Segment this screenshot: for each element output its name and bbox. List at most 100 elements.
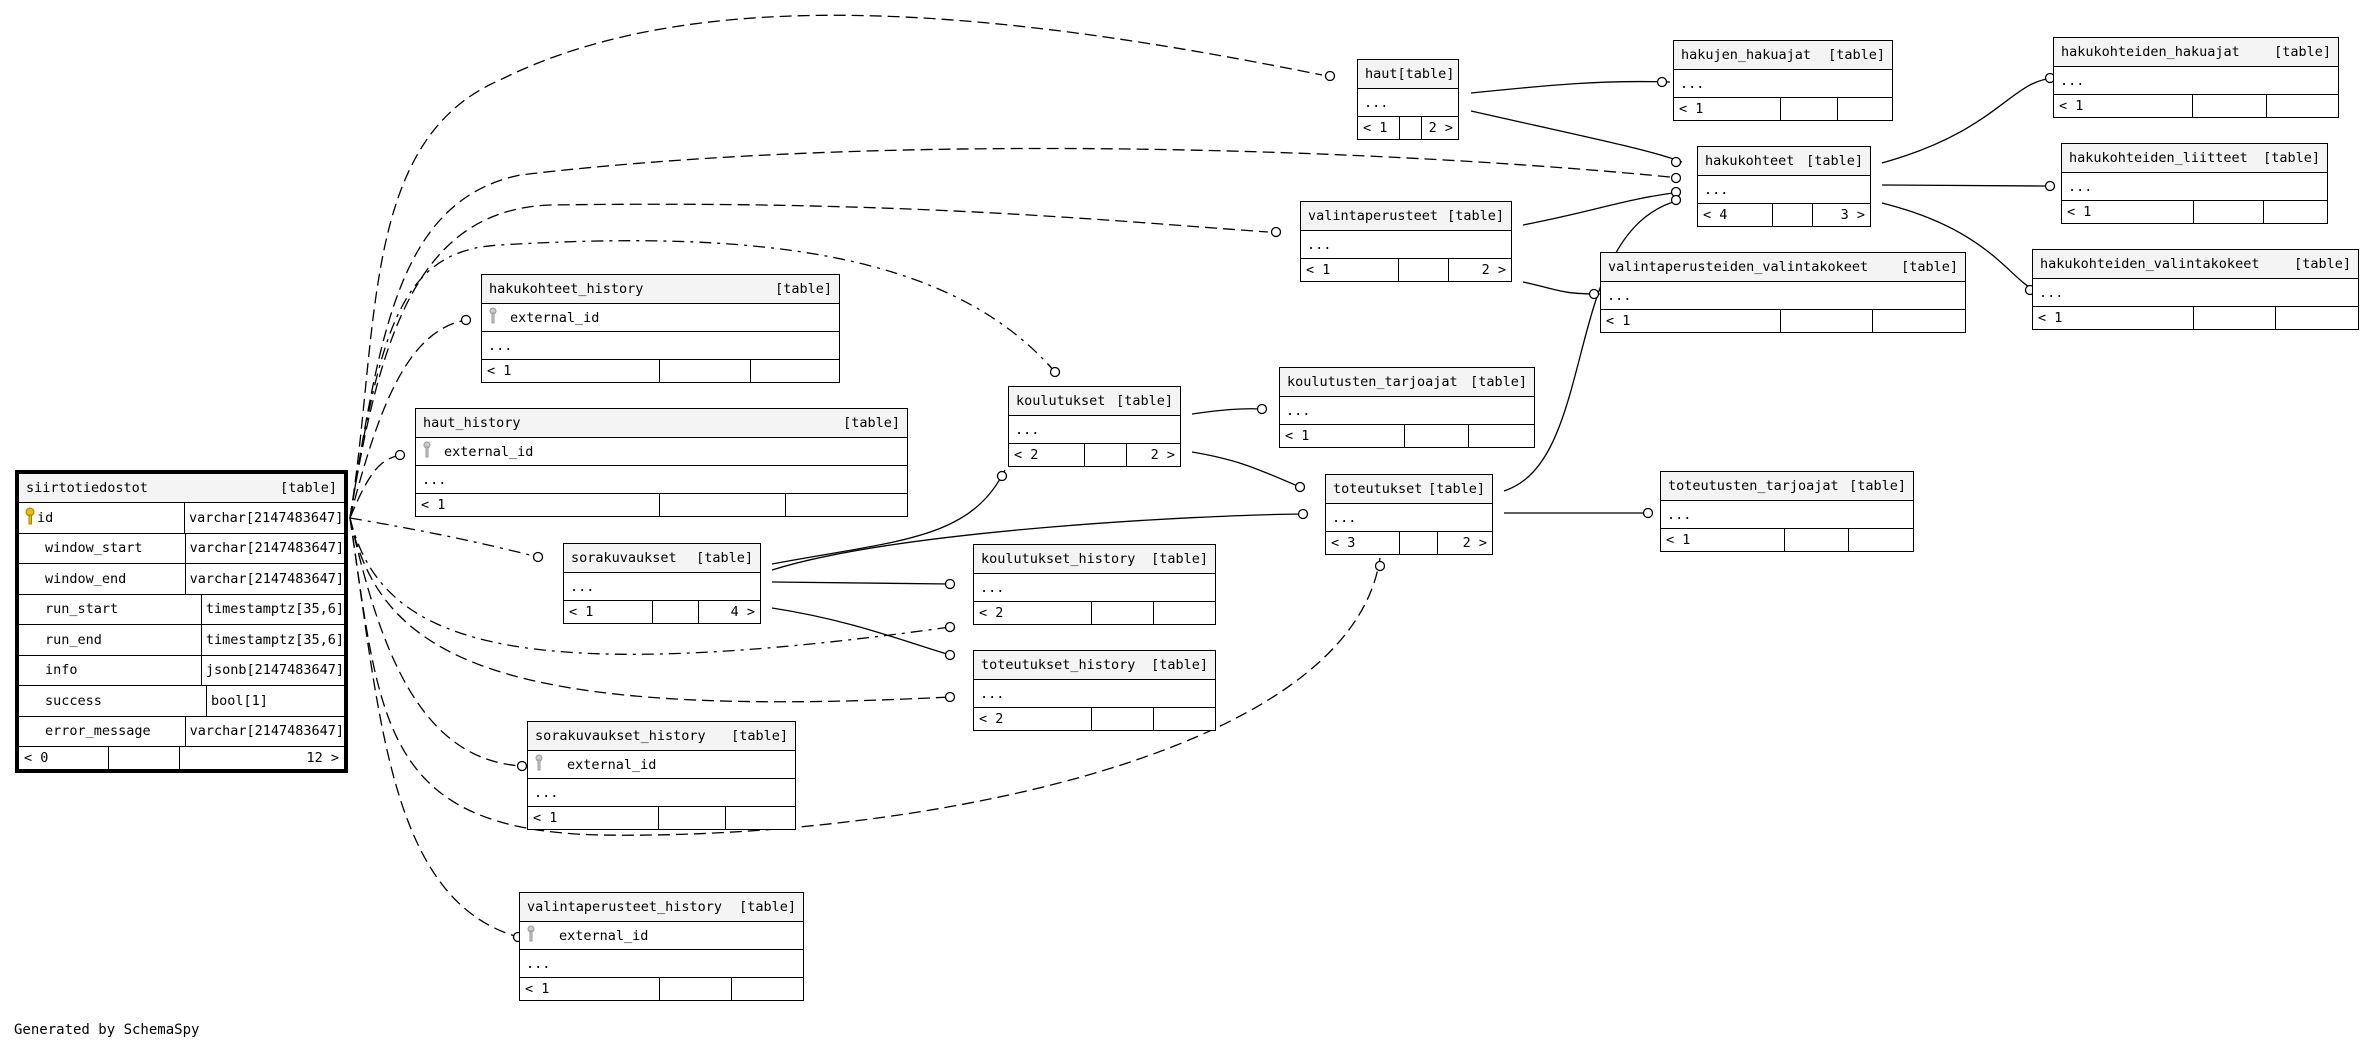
children-count[interactable]: 2 > [1462, 535, 1487, 551]
table-header: haut_history[table] [416, 409, 907, 438]
table-name: sorakuvaukset_history [535, 728, 706, 744]
table-tag: [table] [2263, 150, 2320, 166]
table-header: hakukohteet[table] [1698, 147, 1870, 176]
key-icon [488, 307, 510, 329]
parents-count[interactable]: < 1 [1358, 117, 1400, 139]
table-hakujen_hakuajat[interactable]: hakujen_hakuajat[table] ... < 1 [1673, 40, 1893, 121]
edge-valintaperusteet-valintaperusteiden_valintakokeet [1522, 281, 1601, 295]
parents-count[interactable]: < 1 [2062, 201, 2194, 223]
edge-koulutukset-koulutusten_tarjoajat [1191, 408, 1263, 415]
children-count[interactable]: 2 > [1150, 447, 1175, 463]
edge-sorakuvaukset-toteutukset_history [771, 607, 951, 656]
table-valintaperusteiden_valintakokeet[interactable]: valintaperusteiden_valintakokeet[table] … [1600, 252, 1966, 333]
table-tag: [table] [696, 550, 753, 566]
parents-count[interactable]: < 1 [2033, 307, 2194, 329]
table-hakukohteiden_hakuajat[interactable]: hakukohteiden_hakuajat[table] ... < 1 [2053, 37, 2339, 118]
column-type: timestamptz[35,6] [205, 631, 344, 648]
children-count[interactable]: 3 > [1840, 207, 1865, 223]
table-tag: [table] [280, 480, 337, 496]
table-header: sorakuvaukset [table] [564, 544, 760, 573]
parents-count[interactable]: < 0 [19, 747, 109, 769]
table-koulutukset_history[interactable]: koulutukset_history[table] ... < 2 [973, 544, 1216, 625]
column-type: bool[1] [211, 692, 268, 709]
table-tag: [table] [1116, 393, 1173, 409]
columns-ellipsis: ... [528, 779, 795, 807]
key-column-row: external_id [416, 438, 907, 466]
parents-count[interactable]: < 1 [520, 978, 660, 1000]
table-koulutusten_tarjoajat[interactable]: koulutusten_tarjoajat[table] ... < 1 [1279, 367, 1535, 448]
edge-siirtotiedostot-toteutukset [349, 517, 1381, 836]
table-name: sorakuvaukset [571, 550, 677, 566]
column-name: run_end [19, 625, 202, 655]
table-header: toteutusten_tarjoajat[table] [1661, 472, 1913, 501]
table-name: hakukohteet_history [489, 281, 644, 297]
table-tag: [table] [731, 728, 788, 744]
table-valintaperusteet_history[interactable]: valintaperusteet_history[table] external… [519, 892, 804, 1001]
table-tag: [table] [843, 415, 900, 431]
parents-count[interactable]: < 1 [1661, 529, 1785, 551]
table-toteutusten_tarjoajat[interactable]: toteutusten_tarjoajat[table] ... < 1 [1660, 471, 1914, 552]
parents-count[interactable]: < 1 [2054, 95, 2193, 117]
table-name: koulutukset [1016, 393, 1106, 409]
key-icon [422, 441, 444, 463]
parents-count[interactable]: < 2 [1009, 444, 1085, 466]
table-tag: [table] [1428, 481, 1485, 497]
edge-sorakuvaukset-koulutukset [771, 469, 1006, 565]
column-type: jsonb[2147483647] [205, 662, 344, 679]
table-footer: < 1 [1674, 98, 1892, 120]
table-name: toteutukset_history [981, 657, 1136, 673]
children-count[interactable]: 4 > [730, 604, 755, 620]
columns-ellipsis: ... [974, 574, 1215, 602]
column-type: timestamptz[35,6] [205, 601, 344, 618]
parents-count[interactable]: < 1 [1301, 259, 1399, 281]
generator-note: Generated by SchemaSpy [14, 1022, 200, 1038]
column-name: external_id [559, 927, 649, 944]
children-count[interactable]: 2 > [1428, 120, 1453, 136]
column-name: external_id [444, 443, 534, 460]
edge-haut-hakukohteet [1470, 110, 1683, 163]
parents-count[interactable]: < 1 [564, 601, 653, 623]
table-name: hakukohteet [1705, 153, 1795, 169]
table-toteutukset_history[interactable]: toteutukset_history[table] ... < 2 [973, 650, 1216, 731]
table-hakukohteiden_valintakokeet[interactable]: hakukohteiden_valintakokeet[table] ... <… [2032, 249, 2359, 330]
columns-ellipsis: ... [1301, 231, 1511, 259]
table-name: hakukohteiden_valintakokeet [2040, 256, 2260, 272]
parents-count[interactable]: < 1 [1674, 98, 1781, 120]
parents-count[interactable]: < 1 [1601, 310, 1781, 332]
table-name: hakukohteiden_hakuajat [2061, 44, 2240, 60]
children-count[interactable]: 2 > [1481, 262, 1506, 278]
parents-count[interactable]: < 1 [1280, 425, 1405, 447]
table-footer: < 4 3 > [1698, 204, 1870, 226]
table-hakukohteiden_liitteet[interactable]: hakukohteiden_liitteet[table] ... < 1 [2061, 143, 2328, 224]
edge-hakukohteet-hakukohteiden_liitteet [1881, 184, 2056, 187]
table-siirtotiedostot[interactable]: siirtotiedostot [table] id varchar[21474… [15, 470, 348, 773]
parents-count[interactable]: < 1 [528, 807, 659, 829]
parents-count[interactable]: < 4 [1698, 204, 1773, 226]
table-tag: [table] [1397, 66, 1455, 82]
column-name: error_message [19, 716, 186, 746]
key-column-row: external_id [520, 922, 803, 950]
table-hakukohteet_history[interactable]: hakukohteet_history[table] external_id .… [481, 274, 840, 383]
parents-count[interactable]: < 2 [974, 708, 1092, 730]
children-count[interactable]: 12 > [306, 750, 339, 766]
table-sorakuvaukset_history[interactable]: sorakuvaukset_history[table] external_id… [527, 721, 796, 830]
parents-count[interactable]: < 1 [482, 360, 660, 382]
columns-ellipsis: ... [1661, 501, 1913, 529]
column-row: window_end varchar[2147483647] [19, 564, 344, 595]
parents-count[interactable]: < 1 [416, 494, 660, 516]
table-footer: < 1 4 > [564, 601, 760, 623]
table-haut_history[interactable]: haut_history[table] external_id ... < 1 [415, 408, 908, 517]
parents-count[interactable]: < 2 [974, 602, 1092, 624]
column-name: window_end [19, 564, 186, 594]
table-footer: < 2 2 > [1009, 444, 1180, 466]
parents-count[interactable]: < 3 [1326, 532, 1400, 554]
column-name: id [37, 509, 54, 526]
table-header: hakujen_hakuajat[table] [1674, 41, 1892, 70]
edge-siirtotiedostot-toteutukset_history [349, 517, 951, 703]
